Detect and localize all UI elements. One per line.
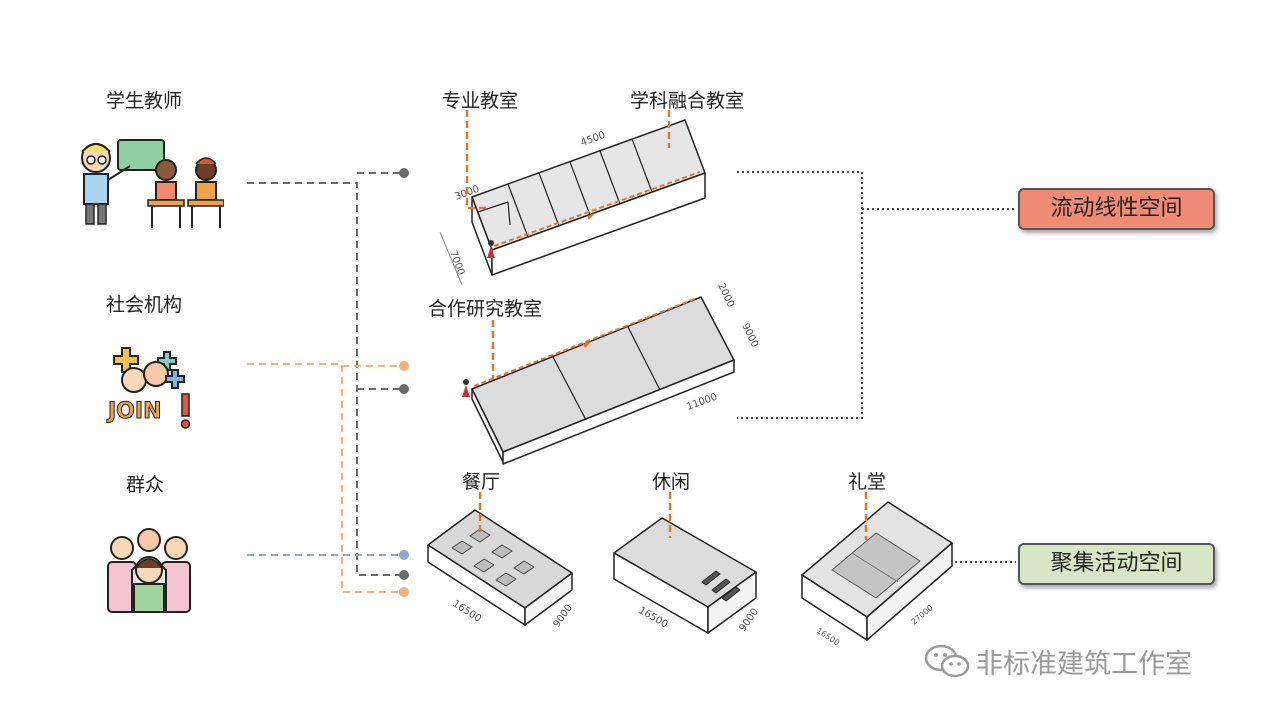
wechat-icon (924, 644, 970, 677)
teacher-students-icon (81, 139, 224, 228)
building-research-classroom (471, 296, 735, 465)
label-professional-classroom: 专业教室 (442, 90, 519, 112)
dim-b-11000: 11000 (685, 392, 719, 413)
label-leisure: 休闲 (652, 471, 691, 493)
gray-line-students (247, 182, 404, 576)
dim-c-16500: 16500 (450, 598, 483, 625)
dim-e-27000: 27000 (910, 603, 935, 626)
dim-b-9000: 9000 (739, 322, 760, 350)
tag-linear-space: 流动线性空间 (1018, 188, 1215, 230)
label-collaborative-research-classroom: 合作研究教室 (428, 298, 543, 320)
label-social-institutions: 社会机构 (106, 294, 183, 316)
join-group-icon: JOIN (106, 347, 191, 429)
label-students-teachers: 学生教师 (106, 90, 183, 112)
person-marker-a (487, 240, 495, 258)
orange-line-institutions (247, 363, 404, 593)
building-dining-hall (427, 509, 573, 626)
dim-d-9000: 9000 (737, 607, 761, 634)
watermark: 非标准建筑工作室 (924, 642, 1192, 681)
label-leaders (465, 110, 868, 540)
dim-b-2000: 2000 (715, 282, 736, 310)
dim-c-9000: 9000 (551, 603, 575, 630)
category-connectors (737, 171, 1016, 563)
connector-dots (399, 168, 409, 597)
svg-text:JOIN: JOIN (106, 399, 162, 424)
building-leisure (613, 517, 757, 634)
dim-a-4500: 4500 (579, 130, 607, 149)
tag-gathering-space: 聚集活动空间 (1018, 543, 1215, 585)
label-dining-hall: 餐厅 (462, 471, 501, 493)
label-interdisciplinary-classroom: 学科融合教室 (630, 90, 745, 112)
person-marker-b (462, 379, 470, 397)
label-public: 群众 (126, 474, 165, 496)
building-classroom-strip (471, 119, 706, 276)
dim-e-16500: 16500 (815, 626, 841, 647)
label-auditorium: 礼堂 (848, 471, 887, 493)
connector-lines (247, 172, 404, 593)
crowd-icon (107, 528, 191, 613)
watermark-text: 非标准建筑工作室 (976, 649, 1192, 680)
building-auditorium (801, 501, 953, 641)
